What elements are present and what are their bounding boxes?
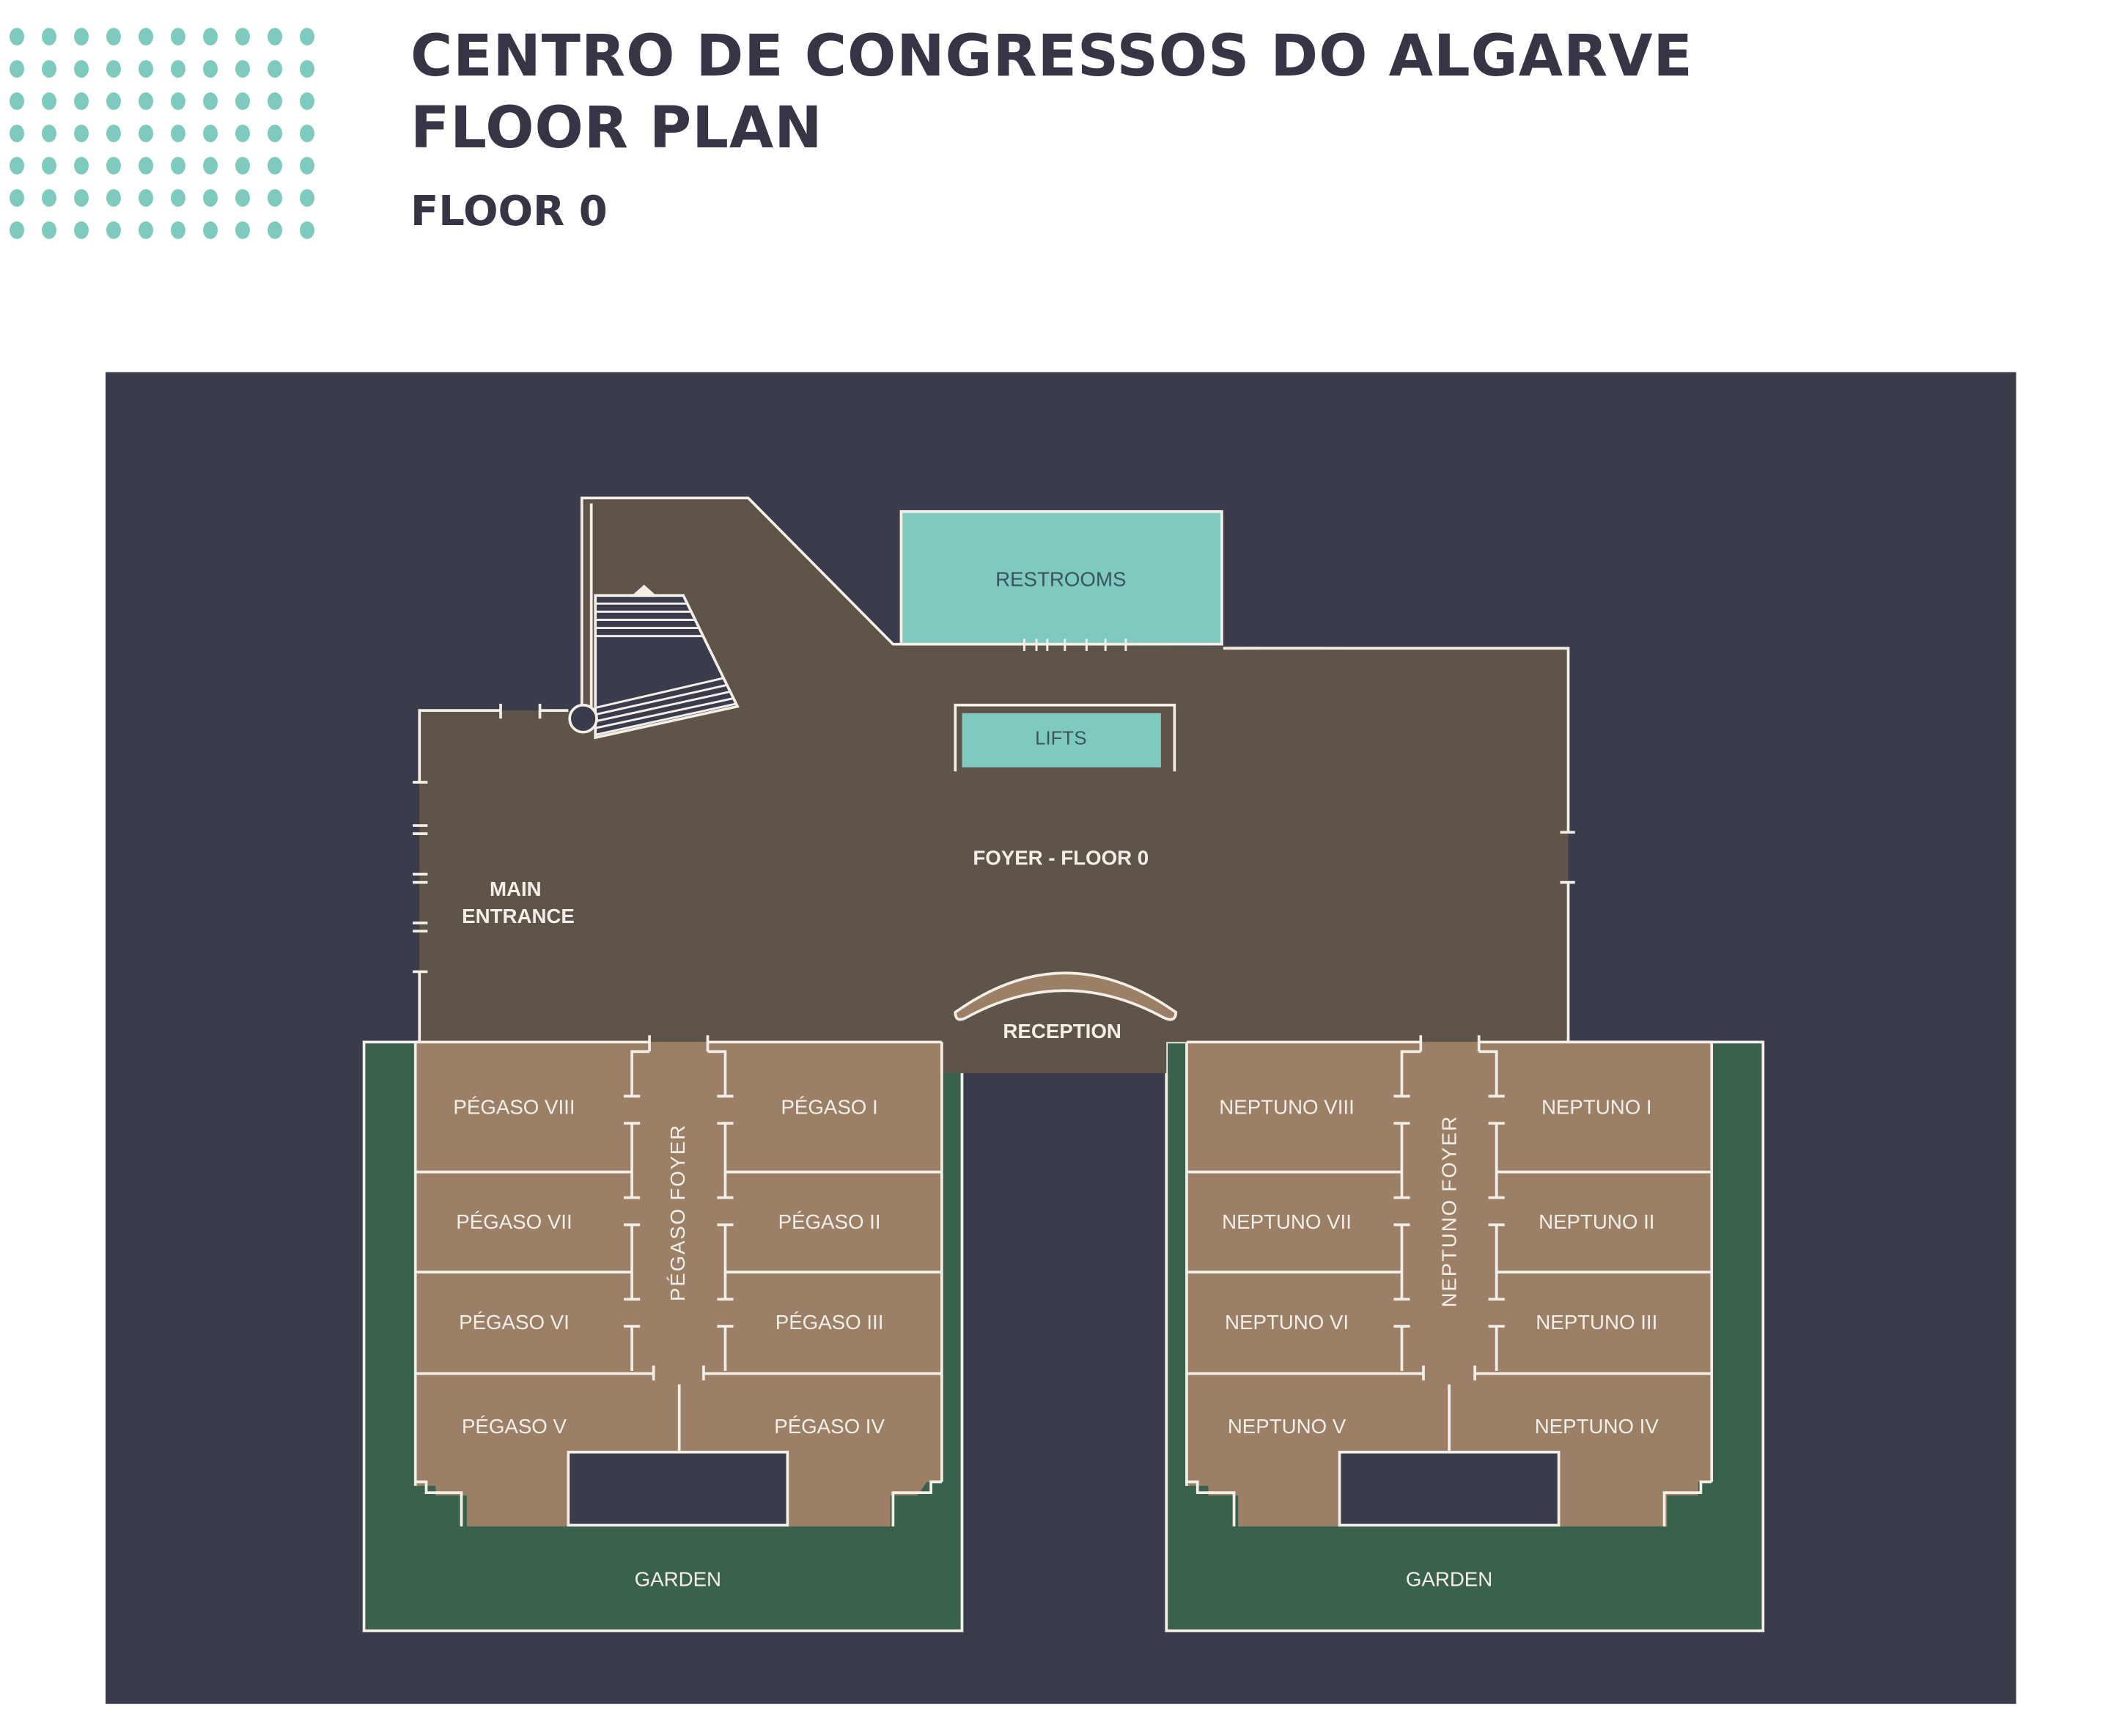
room-neptuno-iv[interactable]: NEPTUNO IV (1535, 1415, 1659, 1438)
room-pegaso-ii[interactable]: PÉGASO II (778, 1210, 881, 1233)
room-pegaso-iii[interactable]: PÉGASO III (775, 1311, 884, 1334)
lifts-label: LIFTS (1035, 728, 1086, 749)
restrooms-label: RESTROOMS (995, 567, 1126, 590)
main-entrance-label-line2: ENTRANCE (462, 905, 575, 927)
room-pegaso-vii[interactable]: PÉGASO VII (456, 1210, 572, 1233)
main-entrance-label-line1: MAIN (490, 878, 542, 900)
restrooms-area[interactable]: RESTROOMS (899, 510, 1223, 651)
garden-right-label: GARDEN (1406, 1568, 1492, 1591)
reception-label: RECEPTION (1003, 1020, 1121, 1042)
room-pegaso-iv[interactable]: PÉGASO IV (774, 1415, 885, 1438)
neptuno-wing: NEPTUNO VIII NEPTUNO I NEPTUNO VII NEPTU… (1185, 1035, 1714, 1591)
foyer-label: FOYER - FLOOR 0 (973, 847, 1149, 869)
neptuno-foyer-label[interactable]: NEPTUNO FOYER (1437, 1115, 1460, 1307)
pegaso-wing: PÉGASO VIII PÉGASO I PÉGASO VII PÉGASO I… (413, 1035, 943, 1591)
room-neptuno-i[interactable]: NEPTUNO I (1541, 1095, 1652, 1118)
page-title: CENTRO DE CONGRESSOS DO ALGARVE FLOOR PL… (410, 21, 1693, 164)
room-neptuno-v[interactable]: NEPTUNO V (1228, 1415, 1346, 1438)
room-neptuno-iii[interactable]: NEPTUNO III (1536, 1311, 1657, 1334)
room-neptuno-viii[interactable]: NEPTUNO VIII (1219, 1095, 1355, 1118)
room-pegaso-i[interactable]: PÉGASO I (781, 1095, 877, 1118)
garden-left-label: GARDEN (635, 1568, 721, 1591)
floor-subtitle: FLOOR 0 (410, 188, 608, 235)
room-pegaso-vi[interactable]: PÉGASO VI (459, 1311, 570, 1334)
staircase-icon[interactable] (568, 584, 740, 740)
room-neptuno-ii[interactable]: NEPTUNO II (1539, 1210, 1654, 1233)
title-line-2: FLOOR PLAN (410, 95, 823, 161)
room-neptuno-vii[interactable]: NEPTUNO VII (1222, 1210, 1352, 1233)
room-neptuno-vi[interactable]: NEPTUNO VI (1225, 1311, 1349, 1334)
room-pegaso-viii[interactable]: PÉGASO VIII (453, 1095, 575, 1118)
lifts-area[interactable]: LIFTS (954, 703, 1176, 772)
title-line-1: CENTRO DE CONGRESSOS DO ALGARVE (410, 23, 1693, 89)
reception-desk[interactable]: RECEPTION (954, 971, 1178, 1042)
pegaso-foyer-label[interactable]: PÉGASO FOYER (666, 1124, 689, 1301)
room-pegaso-v[interactable]: PÉGASO V (462, 1415, 567, 1438)
main-entrance-doors[interactable] (413, 824, 428, 1042)
dot-pattern-decoration (10, 28, 314, 239)
